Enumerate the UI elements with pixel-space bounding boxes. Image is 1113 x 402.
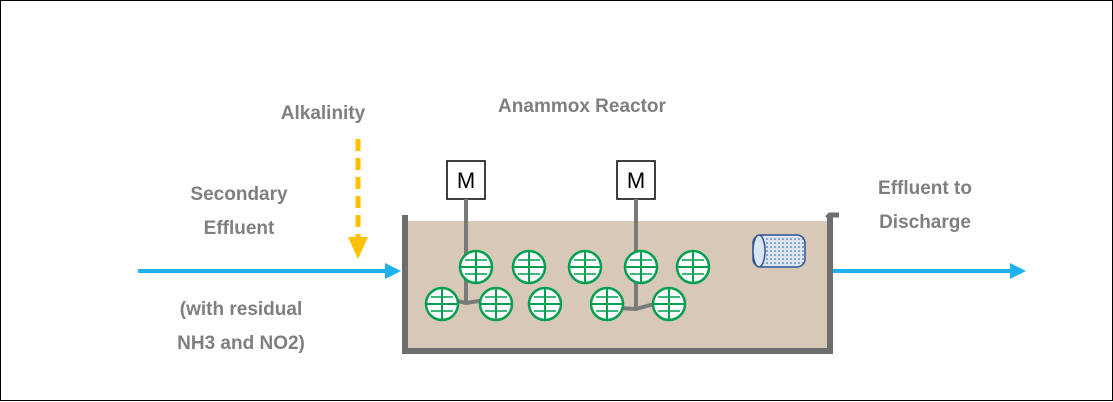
media-icon [589,286,625,322]
retention-screen-icon [752,234,806,268]
influent-note-line1: (with residual [180,299,302,320]
effluent-flow-arrow [833,263,1026,279]
influent-note-line2: NH3 and NO2) [177,333,305,354]
mixer-motor-label: M [627,168,645,193]
media-icon [424,286,460,322]
media-icon [567,249,603,285]
media-icon [675,249,711,285]
media-icon [623,249,659,285]
reactor-outlet-lip [825,212,839,220]
reactor-tank-wall [402,215,833,354]
mixer-left: M [430,160,507,306]
media-icon [511,249,547,285]
reactor-title: Anammox Reactor [498,96,666,117]
effluent-label-line2: Discharge [879,212,971,233]
mixer-motor-box [446,160,486,200]
media-icon [478,286,514,322]
mixer-motor-label: M [457,168,475,193]
influent-label-line1: Secondary [190,184,288,205]
effluent-label-line1: Effluent to [878,178,972,199]
media-icon [458,249,494,285]
influent-label-line2: Effluent [204,218,275,239]
media-icon [651,286,687,322]
alkalinity-dosing-arrow [348,139,368,259]
media-icon [527,286,563,322]
mixer-motor-box [616,160,656,200]
alkalinity-label: Alkalinity [281,103,366,124]
influent-flow-arrow [138,263,401,279]
